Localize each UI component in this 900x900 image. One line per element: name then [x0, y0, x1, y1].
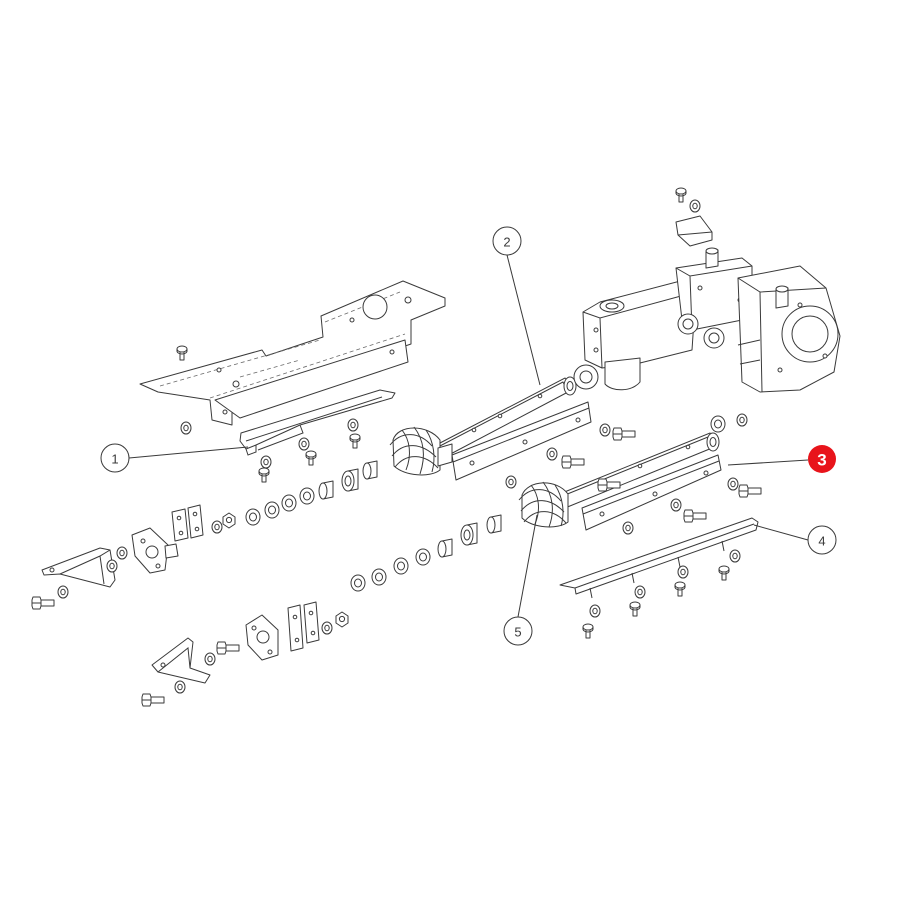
callout-circle-highlighted: [808, 445, 836, 473]
washer: [670, 498, 682, 512]
washer: [321, 621, 333, 635]
bearing: [341, 468, 359, 492]
gearbox-assembly: [573, 247, 841, 393]
upper-shaft: [437, 376, 577, 459]
bolt: [718, 565, 730, 581]
washer-large: [710, 415, 726, 433]
part-4-strip: [559, 517, 759, 599]
callout-1[interactable]: 1: [100, 443, 130, 473]
washer: [106, 559, 118, 573]
washer: [116, 546, 128, 560]
washer: [57, 585, 69, 599]
callout-4[interactable]: 4: [807, 525, 837, 555]
frame-plate: [139, 280, 446, 426]
washer: [260, 455, 272, 469]
upper-auger: [389, 426, 453, 476]
callout-5[interactable]: 5: [503, 616, 533, 646]
bolt: [176, 345, 188, 361]
callout-2[interactable]: 2: [492, 226, 522, 256]
callout-3-highlighted[interactable]: 3: [808, 445, 836, 473]
spacer-plate: [287, 604, 304, 652]
washer: [350, 574, 366, 592]
bolt: [258, 467, 270, 483]
washer: [599, 423, 611, 437]
spacer-plate: [303, 601, 320, 644]
bushing: [486, 514, 502, 534]
leader-line-4: [753, 524, 809, 541]
callout-label: 4: [818, 534, 825, 549]
left-bracket: [41, 547, 116, 588]
callout-label: 3: [817, 451, 826, 470]
washer: [347, 418, 359, 432]
washer: [174, 680, 186, 694]
nut: [222, 512, 236, 529]
callout-circle: [492, 226, 522, 256]
callout-circle: [807, 525, 837, 555]
washer: [727, 477, 739, 491]
spacer-plate: [171, 508, 189, 542]
bearing-bracket: [245, 614, 279, 661]
leader-line-3: [727, 459, 809, 466]
leader-line-2: [506, 254, 541, 386]
bolt: [305, 450, 317, 466]
washer: [204, 652, 216, 666]
washer: [211, 520, 223, 534]
lower-left-bracket: [151, 637, 211, 684]
bushing: [437, 538, 453, 558]
washer: [264, 501, 280, 519]
washer: [393, 557, 409, 575]
bushing: [362, 460, 378, 480]
bolt: [612, 427, 636, 441]
bearing: [460, 522, 478, 546]
lower-auger: [518, 481, 569, 528]
part-1-strip: [239, 389, 396, 456]
bushing: [318, 480, 334, 500]
washer: [677, 565, 689, 579]
washer: [298, 437, 310, 451]
washer: [371, 568, 387, 586]
washer: [736, 413, 748, 427]
washer: [180, 421, 192, 435]
leader-line-5: [517, 514, 538, 618]
bolt: [738, 484, 762, 498]
callout-label: 1: [111, 452, 118, 467]
washer: [689, 199, 701, 213]
washer: [299, 487, 315, 505]
upper-blade: [451, 401, 592, 481]
bolt: [675, 187, 687, 203]
bolt: [349, 433, 361, 449]
bolt: [216, 641, 240, 655]
callout-label: 5: [514, 625, 521, 640]
washer: [589, 604, 601, 618]
washer: [729, 549, 741, 563]
bolt: [561, 455, 585, 469]
gearbox-bracket: [675, 215, 713, 247]
washer: [546, 447, 558, 461]
washer: [245, 508, 261, 526]
bolt: [141, 693, 165, 707]
washer: [415, 548, 431, 566]
bolt: [674, 581, 686, 597]
leader-line-1: [128, 446, 249, 459]
washer: [622, 521, 634, 535]
bolt: [31, 596, 55, 610]
part-3-blade: [581, 454, 722, 531]
bearing-bracket: [131, 527, 179, 574]
washer: [505, 475, 517, 489]
bolt: [582, 623, 594, 639]
callout-circle: [100, 443, 130, 473]
bolt: [683, 509, 707, 523]
callout-label: 2: [503, 235, 510, 250]
spacer-plate: [187, 504, 204, 539]
bolt: [629, 601, 641, 617]
washer: [634, 585, 646, 599]
washer: [281, 494, 297, 512]
nut: [335, 611, 349, 628]
callout-circle: [503, 616, 533, 646]
